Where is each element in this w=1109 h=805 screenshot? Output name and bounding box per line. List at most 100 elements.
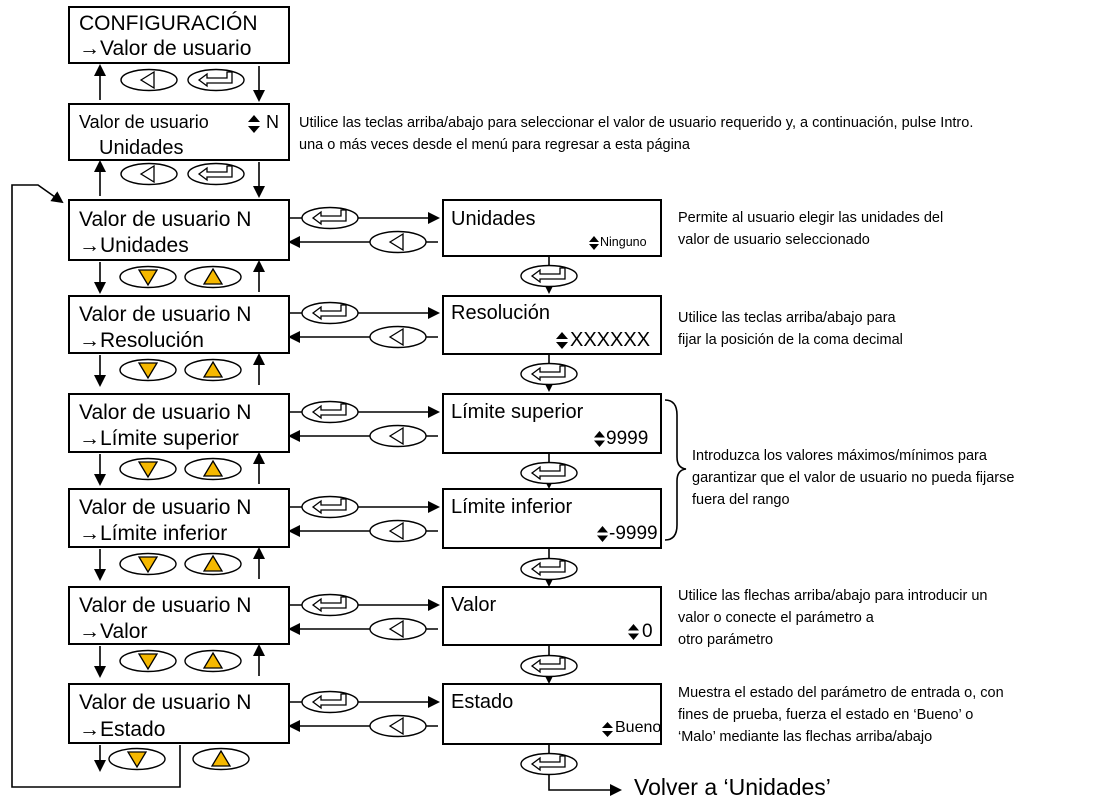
enter-key-icon[interactable] — [519, 362, 579, 386]
enter-key-icon[interactable] — [519, 557, 579, 581]
menu-item-line1: Valor de usuario N — [79, 594, 252, 617]
updown-arrows-icon — [589, 236, 599, 250]
up-key-icon[interactable] — [183, 358, 243, 382]
param-value: -9999 — [609, 523, 658, 544]
param-title: Valor — [451, 594, 497, 616]
note-line: una o más veces desde el menú para regre… — [299, 137, 690, 153]
menu-item-line2: →Límite superior — [79, 427, 239, 450]
back-key-icon[interactable] — [368, 424, 428, 448]
menu-item-lower-limit[interactable]: Valor de usuario N →Límite inferior — [68, 488, 290, 548]
down-key-icon[interactable] — [118, 649, 178, 673]
menu-item-line1: Valor de usuario N — [79, 496, 252, 519]
param-title: Límite superior — [451, 401, 584, 423]
menu-item-value[interactable]: Valor de usuario N →Valor — [68, 586, 290, 645]
enter-key-icon[interactable] — [519, 461, 579, 485]
updown-arrows-icon — [248, 115, 260, 133]
enter-key-icon[interactable] — [300, 301, 360, 325]
param-title: Unidades — [451, 208, 536, 230]
note-line: fuera del rango — [692, 492, 790, 508]
back-key-icon[interactable] — [119, 68, 179, 92]
up-key-icon[interactable] — [183, 457, 243, 481]
enter-key-icon[interactable] — [300, 495, 360, 519]
note-line: valor de usuario seleccionado — [678, 232, 870, 248]
config-menu-title: CONFIGURACIÓN — [79, 12, 258, 35]
enter-key-icon[interactable] — [519, 752, 579, 776]
menu-item-line2: →Estado — [79, 718, 166, 741]
user-value-index: N — [266, 112, 279, 132]
note-select: Utilice las teclas arriba/abajo para sel… — [299, 112, 973, 156]
enter-key-icon[interactable] — [519, 654, 579, 678]
updown-arrows-icon — [556, 332, 568, 349]
updown-arrows-icon — [594, 431, 605, 447]
note-line: Utilice las teclas arriba/abajo para sel… — [299, 115, 974, 131]
param-value: Ninguno — [600, 235, 647, 249]
up-key-icon[interactable] — [183, 552, 243, 576]
note-line: Permite al usuario elegir las unidades d… — [678, 210, 944, 226]
note-limits: Introduzca los valores máximos/mínimos p… — [692, 445, 1014, 511]
back-key-icon[interactable] — [368, 230, 428, 254]
note-line: Introduzca los valores máximos/mínimos p… — [692, 448, 987, 464]
user-value-select-units: Unidades — [99, 137, 184, 159]
param-box-upper-limit[interactable]: Límite superior 9999 — [442, 393, 662, 454]
menu-item-line1: Valor de usuario N — [79, 691, 252, 714]
note-line: garantizar que el valor de usuario no pu… — [692, 470, 1015, 486]
note-line: Utilice las flechas arriba/abajo para in… — [678, 588, 988, 604]
back-key-icon[interactable] — [368, 714, 428, 738]
menu-item-line2: →Unidades — [79, 234, 189, 257]
down-key-icon[interactable] — [118, 552, 178, 576]
param-value: 0 — [642, 621, 653, 642]
note-line: valor o conecte el parámetro a — [678, 610, 874, 626]
param-box-status[interactable]: Estado Bueno — [442, 683, 662, 745]
note-line: Muestra el estado del parámetro de entra… — [678, 685, 1004, 701]
menu-item-line1: Valor de usuario N — [79, 401, 252, 424]
menu-item-resolution[interactable]: Valor de usuario N →Resolución — [68, 295, 290, 354]
updown-arrows-icon — [602, 722, 613, 737]
note-line: fines de prueba, fuerza el estado en ‘Bu… — [678, 707, 974, 723]
param-title: Resolución — [451, 302, 550, 324]
note-status: Muestra el estado del parámetro de entra… — [678, 682, 1004, 748]
note-line: fijar la posición de la coma decimal — [678, 332, 903, 348]
note-resolution: Utilice las teclas arriba/abajo para fij… — [678, 307, 903, 351]
up-key-icon[interactable] — [183, 265, 243, 289]
updown-arrows-icon — [597, 526, 608, 542]
enter-key-icon[interactable] — [519, 264, 579, 288]
down-key-icon[interactable] — [118, 265, 178, 289]
param-title: Estado — [451, 691, 514, 713]
up-key-icon[interactable] — [183, 649, 243, 673]
back-key-icon[interactable] — [368, 617, 428, 641]
menu-item-line2: →Límite inferior — [79, 522, 228, 545]
note-line: Utilice las teclas arriba/abajo para — [678, 310, 896, 326]
param-value: Bueno — [615, 719, 662, 736]
param-box-units[interactable]: Unidades Ninguno — [442, 199, 662, 257]
config-menu-item: →Valor de usuario — [79, 37, 252, 60]
menu-item-units[interactable]: Valor de usuario N →Unidades — [68, 199, 290, 261]
menu-item-line1: Valor de usuario N — [79, 208, 252, 231]
user-value-select-label: Valor de usuario — [79, 112, 209, 132]
return-to-units-label: Volver a ‘Unidades’ — [634, 774, 831, 800]
updown-arrows-icon — [628, 624, 639, 640]
back-key-icon[interactable] — [368, 325, 428, 349]
down-key-icon[interactable] — [107, 747, 167, 771]
back-key-icon[interactable] — [119, 162, 179, 186]
menu-item-upper-limit[interactable]: Valor de usuario N →Límite superior — [68, 393, 290, 453]
param-box-resolution[interactable]: Resolución XXXXXX — [442, 295, 662, 355]
enter-key-icon[interactable] — [186, 162, 246, 186]
note-line: ‘Malo’ mediante las flechas arriba/abajo — [678, 729, 933, 745]
enter-key-icon[interactable] — [300, 400, 360, 424]
up-key-icon[interactable] — [191, 747, 251, 771]
note-line: otro parámetro — [678, 632, 774, 648]
enter-key-icon[interactable] — [300, 690, 360, 714]
enter-key-icon[interactable] — [300, 593, 360, 617]
param-box-lower-limit[interactable]: Límite inferior -9999 — [442, 488, 662, 549]
down-key-icon[interactable] — [118, 457, 178, 481]
enter-key-icon[interactable] — [300, 206, 360, 230]
menu-item-status[interactable]: Valor de usuario N →Estado — [68, 683, 290, 744]
param-title: Límite inferior — [451, 496, 573, 518]
back-key-icon[interactable] — [368, 519, 428, 543]
menu-item-line2: →Valor — [79, 620, 148, 643]
param-box-value[interactable]: Valor 0 — [442, 586, 662, 646]
param-value: 9999 — [606, 428, 649, 449]
enter-key-icon[interactable] — [186, 68, 246, 92]
down-key-icon[interactable] — [118, 358, 178, 382]
note-value: Utilice las flechas arriba/abajo para in… — [678, 585, 988, 651]
